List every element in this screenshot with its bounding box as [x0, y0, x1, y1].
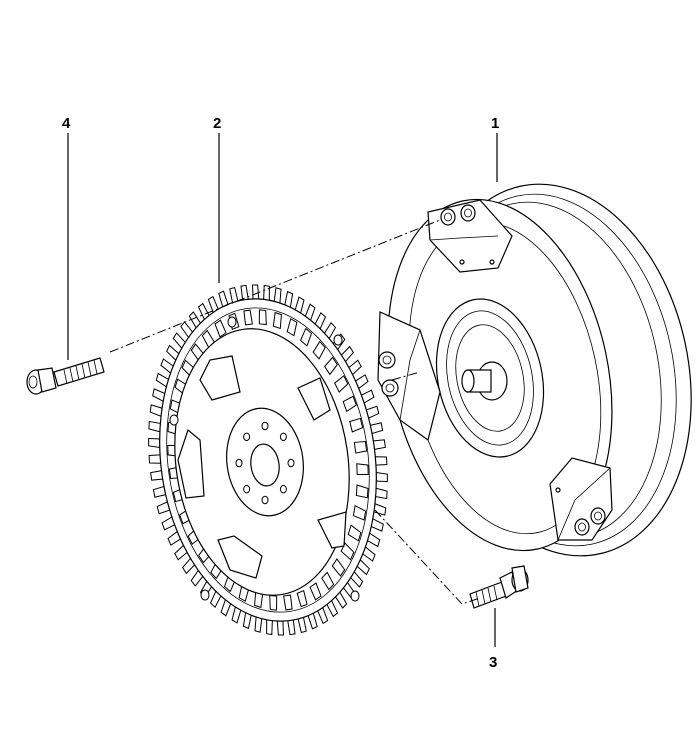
- inner-gear-tooth: [331, 558, 346, 577]
- inner-gear-tooth: [352, 504, 367, 521]
- flex-plate-cutout: [317, 511, 347, 549]
- hub-bolt-hole: [235, 458, 243, 468]
- flex-plate-center-bore: [250, 443, 280, 487]
- inner-gear-tooth: [312, 340, 326, 360]
- mounting-pad-left: [377, 311, 441, 442]
- callout-label-1: 1: [491, 115, 499, 132]
- inner-gear-tooth: [299, 327, 313, 347]
- inner-gear-tooth: [309, 582, 322, 601]
- hub-bolt-hole: [287, 458, 295, 468]
- inner-gear-tooth: [296, 589, 308, 608]
- flex-plate-cutout: [177, 428, 205, 499]
- converter-bolt-hole: [350, 590, 360, 602]
- torque-converter-center-ring: [455, 324, 525, 432]
- torque-converter: [377, 183, 692, 557]
- inner-gear-tooth: [340, 542, 355, 561]
- callout-label-3: 3: [489, 654, 497, 671]
- flex-plate-cutout: [217, 535, 263, 579]
- hub-bolt-hole: [279, 484, 287, 494]
- hub-bolt-hole: [243, 432, 251, 442]
- inner-gear-tooth: [243, 309, 253, 326]
- mounting-pad-top: [427, 199, 513, 273]
- inner-gear-tooth: [283, 594, 293, 611]
- converter-bolt-holes: [169, 316, 360, 602]
- inner-gear-tooth: [356, 463, 369, 475]
- inner-gear-tooth: [272, 311, 282, 330]
- assembly-line-pad: [391, 371, 421, 381]
- hub-bolt-hole: [261, 495, 269, 505]
- inner-gear-tooth: [258, 309, 267, 326]
- inner-gear-tooth: [347, 524, 362, 542]
- pilot-hub: [461, 361, 508, 401]
- inner-gear-tooth: [286, 318, 298, 337]
- hub-bolt-hole: [279, 432, 287, 442]
- inner-gear-tooth: [214, 319, 227, 338]
- flex-plate-ring-gear: [148, 284, 388, 636]
- converter-bolt-hole: [333, 334, 343, 346]
- callout-label-4: 4: [62, 115, 71, 132]
- bolt-lower: [469, 565, 529, 609]
- callout-1: 1: [491, 115, 499, 182]
- callout-2: 2: [213, 115, 221, 283]
- converter-bolt-hole: [200, 589, 210, 601]
- inner-gear-tooth: [324, 356, 338, 376]
- inner-gear-tooth: [269, 594, 278, 611]
- callout-4: 4: [62, 115, 71, 360]
- assembly-line-upper-bolt: [109, 219, 441, 353]
- converter-bolt-hole: [227, 316, 237, 328]
- flex-plate-cutout: [297, 377, 331, 421]
- inner-gear-tooth: [321, 571, 335, 591]
- inner-gear-tooth: [353, 440, 368, 454]
- mounting-pad-bottom: [549, 457, 613, 541]
- converter-bolt-hole: [169, 414, 179, 426]
- torque-converter-center-ring: [446, 310, 534, 446]
- flex-plate-cutout: [199, 355, 241, 401]
- ring-gear-inner-edge: [166, 307, 370, 613]
- hub-bolt-holes: [235, 421, 295, 505]
- bolt-upper: [26, 357, 105, 395]
- inner-gear-tooth: [355, 484, 369, 499]
- inner-gear-tooth: [349, 417, 364, 433]
- inner-gear-tooth: [342, 395, 357, 413]
- hub-bolt-hole: [261, 421, 269, 431]
- ring-gear-inner-teeth: [167, 309, 369, 611]
- hub-bolt-hole: [243, 484, 251, 494]
- inner-gear-tooth: [334, 375, 349, 393]
- callout-label-2: 2: [213, 115, 221, 132]
- assembly-line-lower-bolt: [374, 509, 481, 605]
- callout-3: 3: [489, 608, 497, 671]
